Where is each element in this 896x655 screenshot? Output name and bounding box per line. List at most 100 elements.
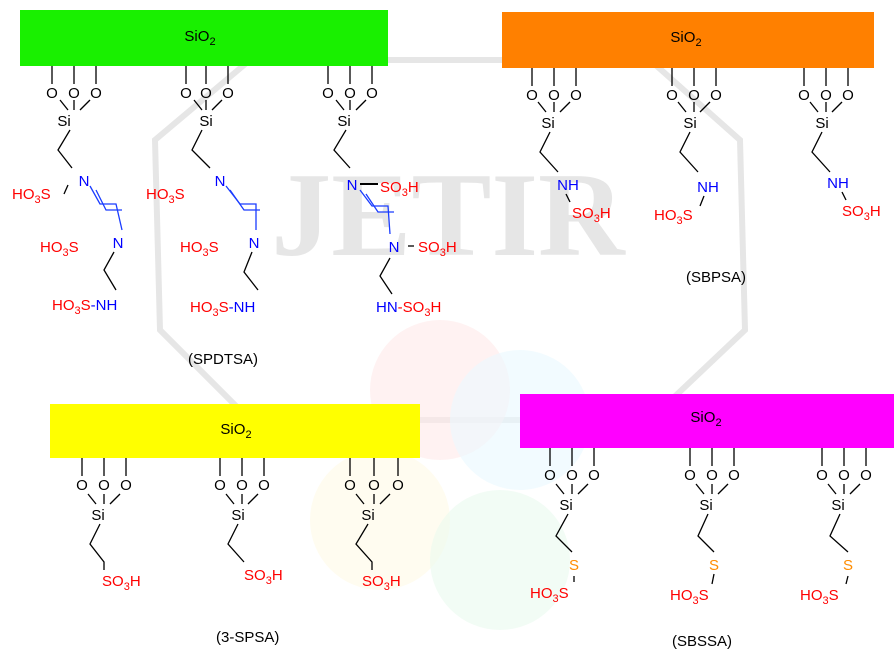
oxygen-atom: O bbox=[666, 87, 678, 104]
silicon-atom: Si bbox=[831, 497, 844, 514]
molecule-sbssa-1-labels: O O O Si S HO3S bbox=[530, 467, 600, 605]
molecule-spdtsa-2 bbox=[185, 66, 260, 291]
sulfonic-acid-group: HO3S bbox=[12, 186, 51, 206]
sulfur-atom: S bbox=[569, 557, 579, 574]
oxygen-atom: O bbox=[684, 467, 696, 484]
nitrogen-atom: N bbox=[347, 177, 358, 194]
silicon-atom: Si bbox=[57, 113, 70, 130]
molecule-spdtsa-3 bbox=[327, 66, 414, 295]
oxygen-atom: O bbox=[120, 477, 132, 494]
nitrogen-atom: N bbox=[113, 235, 124, 252]
silica-bar-sbpsa bbox=[502, 12, 874, 68]
watermark-flower-yellow bbox=[310, 450, 450, 590]
oxygen-atom: O bbox=[344, 85, 356, 102]
watermark: JETIR bbox=[151, 57, 749, 630]
oxygen-atom: O bbox=[706, 467, 718, 484]
caption-sbpsa: (SBPSA) bbox=[686, 269, 746, 286]
silica-label-3spsa: SiO2 bbox=[220, 421, 251, 441]
silicon-atom: Si bbox=[337, 113, 350, 130]
molecule-sbssa-1 bbox=[549, 448, 595, 582]
molecule-spdtsa-1 bbox=[51, 66, 123, 291]
oxygen-atom: O bbox=[728, 467, 740, 484]
sulfonic-acid-group: SO3H bbox=[418, 239, 457, 259]
molecule-3spsa-3-labels: O O O Si SO3H bbox=[344, 477, 404, 593]
panel-sbssa: SiO2 O O O Si S HO3S O O O Si S HO3 bbox=[520, 394, 894, 650]
sulfonic-acid-group: SO3H bbox=[102, 573, 141, 593]
molecule-sbpsa-3-labels: O O O Si NH SO3H bbox=[798, 87, 880, 223]
molecule-sbssa-2-labels: O O O Si S HO3S bbox=[670, 467, 740, 607]
silicon-atom: Si bbox=[699, 497, 712, 514]
molecule-sbpsa-2-labels: O O O Si NH HO3S bbox=[654, 87, 722, 227]
oxygen-atom: O bbox=[76, 477, 88, 494]
oxygen-atom: O bbox=[392, 477, 404, 494]
silica-label-spdtsa: SiO2 bbox=[184, 28, 215, 48]
oxygen-atom: O bbox=[710, 87, 722, 104]
molecule-sbpsa-2 bbox=[671, 68, 717, 207]
sulfur-atom: S bbox=[709, 557, 719, 574]
sulfonic-acid-group: SO3H bbox=[362, 573, 401, 593]
molecule-sbssa-3-labels: O O O Si S HO3S bbox=[800, 467, 872, 607]
molecule-3spsa-2-labels: O O O Si SO3H bbox=[214, 477, 282, 587]
amine-group: NH bbox=[697, 179, 719, 196]
silica-label-sbssa: SiO2 bbox=[690, 409, 721, 429]
watermark-text: JETIR bbox=[271, 148, 626, 281]
nitrogen-atom: N bbox=[79, 173, 90, 190]
oxygen-atom: O bbox=[366, 85, 378, 102]
oxygen-atom: O bbox=[180, 85, 192, 102]
oxygen-atom: O bbox=[570, 87, 582, 104]
silicon-atom: Si bbox=[815, 115, 828, 132]
silicon-atom: Si bbox=[199, 113, 212, 130]
amine-group: NH bbox=[557, 177, 579, 194]
nitrogen-atom: N bbox=[249, 235, 260, 252]
sulfonic-acid-group: HO3S bbox=[146, 186, 185, 206]
oxygen-atom: O bbox=[860, 467, 872, 484]
sulfonic-acid-group: SO3H bbox=[380, 179, 419, 199]
oxygen-atom: O bbox=[46, 85, 58, 102]
watermark-flower-green bbox=[430, 490, 570, 630]
nitrogen-atom: N bbox=[215, 173, 226, 190]
molecule-3spsa-2 bbox=[219, 458, 265, 563]
molecule-sbssa-3 bbox=[821, 448, 867, 585]
panel-spdtsa: SiO2 O O O Si N HO3S N HO3S HO3S-NH bbox=[12, 10, 457, 368]
oxygen-atom: O bbox=[68, 85, 80, 102]
panel-sbpsa: SiO2 O O O Si NH SO3H O O O Si NH H bbox=[502, 12, 881, 286]
sulfonic-acid-group: HO3S-NH bbox=[190, 299, 255, 319]
silicon-atom: Si bbox=[559, 497, 572, 514]
sulfonic-acid-group: HO3S bbox=[670, 587, 709, 607]
molecule-sbpsa-3 bbox=[803, 68, 849, 201]
silicon-atom: Si bbox=[361, 507, 374, 524]
oxygen-atom: O bbox=[548, 87, 560, 104]
nitrogen-atom: N bbox=[389, 239, 400, 256]
caption-sbssa: (SBSSA) bbox=[672, 633, 732, 650]
oxygen-atom: O bbox=[816, 467, 828, 484]
molecule-spdtsa-1-labels: O O O Si N HO3S N HO3S HO3S-NH bbox=[12, 85, 123, 317]
molecule-3spsa-1 bbox=[81, 458, 127, 570]
oxygen-atom: O bbox=[90, 85, 102, 102]
silica-label-sbpsa: SiO2 bbox=[670, 29, 701, 49]
silicon-atom: Si bbox=[541, 115, 554, 132]
sulfonic-acid-group: HO3S bbox=[800, 587, 839, 607]
oxygen-atom: O bbox=[838, 467, 850, 484]
sulfonic-acid-group: SO3H bbox=[244, 567, 283, 587]
oxygen-atom: O bbox=[322, 85, 334, 102]
silicon-atom: Si bbox=[91, 507, 104, 524]
oxygen-atom: O bbox=[798, 87, 810, 104]
molecule-3spsa-3 bbox=[349, 458, 399, 570]
sulfonic-acid-group: HO3S bbox=[40, 239, 79, 259]
oxygen-atom: O bbox=[98, 477, 110, 494]
sulfonic-acid-group: HO3S-NH bbox=[52, 297, 117, 317]
oxygen-atom: O bbox=[588, 467, 600, 484]
silica-bar-sbssa bbox=[520, 394, 894, 448]
sulfonic-acid-group: HO3S bbox=[530, 585, 569, 605]
oxygen-atom: O bbox=[258, 477, 270, 494]
oxygen-atom: O bbox=[222, 85, 234, 102]
molecule-3spsa-1-labels: O O O Si SO3H bbox=[76, 477, 140, 593]
oxygen-atom: O bbox=[200, 85, 212, 102]
oxygen-atom: O bbox=[842, 87, 854, 104]
molecule-spdtsa-2-labels: O O O Si N HO3S N HO3S HO3S-NH bbox=[146, 85, 259, 319]
caption-3spsa: (3-SPSA) bbox=[216, 629, 279, 646]
silicon-atom: Si bbox=[683, 115, 696, 132]
sulfonic-acid-group: SO3H bbox=[572, 205, 611, 225]
silica-bar-spdtsa bbox=[20, 10, 388, 66]
